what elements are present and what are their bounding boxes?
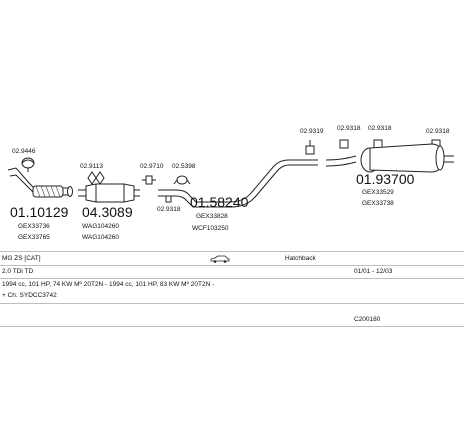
- part-number-label: 02.9318: [157, 206, 181, 213]
- part-number-label: 02.9446: [12, 148, 36, 155]
- part-number-label: 01.10129: [10, 204, 69, 220]
- part-number-label: 01.58240: [190, 194, 249, 210]
- pipe-clamp-part: [173, 175, 191, 185]
- oe-reference-label: WCF103250: [192, 225, 229, 232]
- small-clamp-part: [165, 195, 172, 203]
- rear-silencer-part: [325, 143, 454, 173]
- part-number-label: 02.9113: [80, 163, 103, 170]
- engine-label: 2.0 TDi TD: [2, 268, 34, 275]
- divider: [0, 265, 464, 266]
- part-number-label: 02.9318: [426, 128, 450, 135]
- part-number-label: 02.9710: [140, 163, 164, 170]
- oe-reference-label: GEX33828: [196, 213, 228, 220]
- spec-row: 1994 cc, 101 HP, 74 KW Mº 20T2N - 1994 c…: [0, 278, 464, 291]
- part-number-label: 01.93700: [356, 171, 415, 187]
- oe-reference-label: GEX33736: [18, 223, 50, 230]
- rear-mounting-rubber-part: [339, 139, 349, 149]
- rear-mounting-rubber-part: [373, 139, 383, 149]
- flange-clamp-part: [87, 171, 105, 185]
- oe-reference-label: GEX33765: [18, 234, 50, 241]
- part-number-label: 02.9318: [368, 125, 392, 132]
- rear-mounting-rubber-part: [305, 140, 315, 155]
- model-row: MG ZS [CAT] Hatchback: [0, 252, 464, 265]
- catalytic-converter-part: [78, 183, 140, 203]
- oe-reference-label: WAG104260: [82, 234, 119, 241]
- mounting-rubber-part: [142, 175, 156, 185]
- exhaust-system-diagram: 02.9446 01.10129 GEX33736 GEX33765 02.91…: [7, 125, 454, 241]
- divider: [0, 251, 464, 252]
- engine-spec-label: 1994 cc, 101 HP, 74 KW Mº 20T2N - 1994 c…: [2, 281, 215, 288]
- front-pipe-part: [7, 167, 73, 198]
- catalog-code-label: C200180: [354, 316, 381, 323]
- engine-row: 2.0 TDi TD 01/01 - 12/03: [0, 265, 464, 278]
- centre-pipe-part: [158, 159, 318, 208]
- divider: [0, 326, 464, 327]
- oe-reference-label: GEX33738: [362, 200, 394, 207]
- oe-reference-label: WAG104260: [82, 223, 119, 230]
- chassis-label: + Ch. SYDCC3742: [2, 292, 57, 299]
- part-number-label: 04.3089: [82, 204, 133, 220]
- front-clamp-part: [21, 157, 35, 172]
- divider: [0, 278, 464, 279]
- oe-reference-label: GEX33529: [362, 189, 394, 196]
- part-number-label: 02.5398: [172, 163, 196, 170]
- body-type-label: Hatchback: [285, 255, 316, 262]
- date-range-label: 01/01 - 12/03: [354, 268, 393, 275]
- catalog-row: C200180: [0, 313, 464, 326]
- part-number-label: 02.9319: [300, 128, 324, 135]
- part-number-label: 02.9318: [337, 125, 361, 132]
- hatchback-car-icon: [210, 255, 230, 263]
- chassis-row: + Ch. SYDCC3742: [0, 289, 464, 302]
- divider: [0, 303, 464, 304]
- model-label: MG ZS [CAT]: [2, 255, 41, 262]
